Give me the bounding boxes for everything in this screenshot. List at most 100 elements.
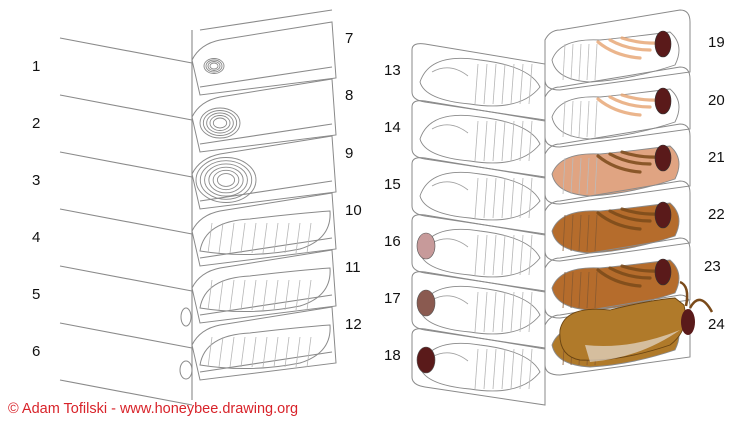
body-segment [484,178,487,218]
compound-eye [655,88,671,114]
larva-segment [241,280,245,310]
larva-segment [285,223,289,253]
larva-coil [204,59,224,74]
stage-number-6: 6 [32,343,40,360]
larva-coil [200,161,251,200]
head-fold [432,239,468,247]
body-segment [493,349,496,389]
body-segment [529,64,532,104]
body-segment [484,121,487,161]
pointer-line [60,323,192,348]
body-segment [493,64,496,104]
cell-outline [412,158,545,234]
larva-segment [307,223,311,253]
larva-segment [296,223,300,253]
body-segment [502,235,505,275]
larva-segment [230,223,234,253]
stage-number-13: 13 [384,62,401,79]
body-segment [475,121,478,161]
cell-14 [412,101,545,177]
larva-segment [219,223,223,253]
pointer-line [60,152,192,177]
copyright-credit: © Adam Tofilski - www.honeybee.drawing.o… [8,401,298,417]
stage-number-5: 5 [32,286,40,303]
larva-segment [307,280,311,310]
stage-number-16: 16 [384,233,401,250]
prepupa-column [412,44,545,405]
larva-coil [217,174,234,187]
larva-segment [252,337,256,367]
abdomen-segment [595,44,597,80]
stage-number-9: 9 [345,145,353,162]
abdomen-segment [587,44,589,80]
body-segment [511,121,514,161]
body-segment [511,64,514,104]
abdomen-segment [587,101,589,137]
body-segment [484,64,487,104]
cell-13 [412,44,545,120]
larva-segment [208,280,212,310]
body-segment [475,178,478,218]
cell-5 [192,250,336,323]
body-segment [511,235,514,275]
pointer-line [60,209,192,234]
larva-coil [210,63,218,69]
cell-4 [192,193,336,266]
egg [180,361,192,379]
larva-segment [241,337,245,367]
larva-segment [274,280,278,310]
abdomen-segment [571,101,573,137]
stage-number-2: 2 [32,115,40,132]
pupa-legs [598,38,660,58]
larva-segment [230,280,234,310]
larva-segment [219,280,223,310]
stage-number-21: 21 [708,149,725,166]
head-fold [432,125,468,133]
larva-segment [285,280,289,310]
stage-number-8: 8 [345,87,353,104]
larva-segment [296,280,300,310]
cell-16 [412,215,545,291]
compound-eye [655,31,671,57]
stage-number-24: 24 [708,316,725,333]
body-segment [502,292,505,332]
larva-coil [203,111,236,136]
body-segment [493,121,496,161]
abdomen-segment [571,44,573,80]
compound-eye [655,145,671,171]
cell-outline [192,79,336,152]
body-segment [475,235,478,275]
stage-number-12: 12 [345,316,362,333]
cell-15 [412,158,545,234]
body-segment [502,64,505,104]
larva-coil [213,118,226,128]
larva-coil [200,108,240,138]
head-fold [432,68,468,76]
larva-segment [296,337,300,367]
larva-segment [241,223,245,253]
body-segment [502,349,505,389]
larva-segment [208,337,212,367]
pointer-line [200,124,332,144]
body-segment [493,292,496,332]
body-segment [529,349,532,389]
body-segment [511,349,514,389]
larva-segment [208,223,212,253]
stage-number-23: 23 [704,258,721,275]
larva-segment [252,280,256,310]
pointer-line [60,95,192,120]
larva-coil [209,167,243,193]
compound-eye [655,202,671,228]
body-segment [475,349,478,389]
pointer-line [200,10,332,30]
cell-3 [192,136,336,209]
pupa-column [545,10,712,375]
compound-eye [417,347,435,373]
stage-number-3: 3 [32,172,40,189]
compound-eye [417,233,435,259]
body-segment [502,121,505,161]
cell-19 [545,10,690,90]
body-segment [493,235,496,275]
larva-segment [219,337,223,367]
abdomen-segment [563,44,565,80]
